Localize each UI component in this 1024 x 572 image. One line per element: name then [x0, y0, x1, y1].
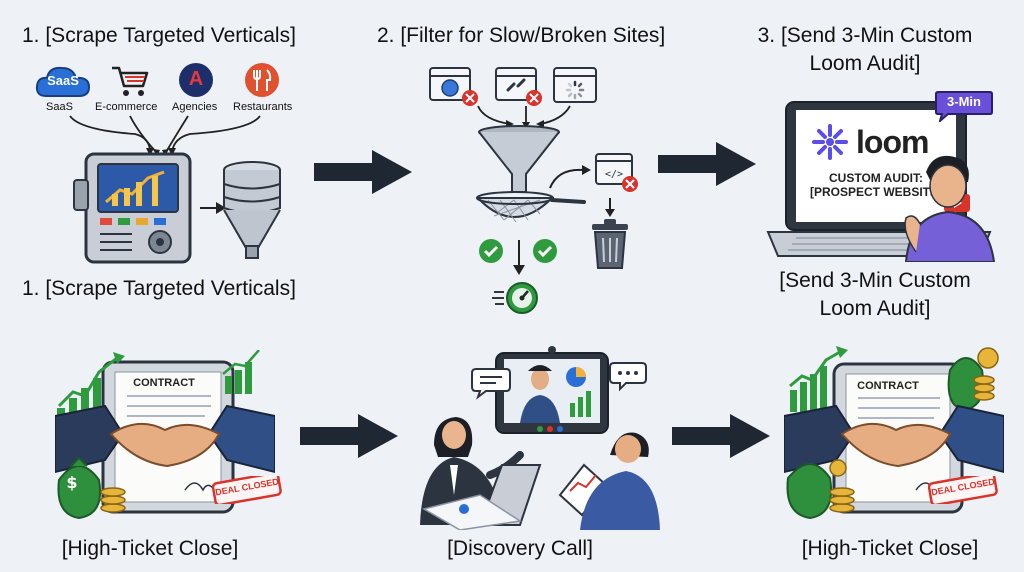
converging-arrows [60, 112, 280, 157]
check-icon-right [532, 238, 558, 264]
contract-close-left [55, 350, 275, 520]
discovery-call-scene [420, 345, 660, 530]
contract-close-right [784, 346, 1004, 520]
presenter-avatar [896, 152, 996, 262]
flow-arrow-2-3 [658, 140, 758, 188]
three-min-badge-label: 3-Min [947, 94, 981, 109]
vertical-label-saas: SaaS [46, 101, 73, 113]
website-globe-error-icon [428, 66, 482, 110]
discovery-call-caption: [Discovery Call] [447, 537, 593, 560]
flow-arrow-1-2 [314, 148, 414, 196]
step1-title: 1. [Scrape Targeted Verticals] [22, 24, 296, 47]
vertical-label-restaurants: Restaurants [233, 101, 293, 113]
broken-link-icon [494, 66, 548, 110]
contract-label-right: CONTRACT [857, 380, 919, 392]
agency-badge: A [188, 68, 204, 90]
flow-arrow-call-to-close [672, 412, 772, 460]
reject-curve-arrow [548, 160, 592, 190]
deal-closed-stamp-left: DEAL CLOSED [212, 476, 282, 504]
data-flow-arrow [200, 200, 226, 216]
saas-badge: SaaS [47, 73, 79, 88]
close-caption-left: [High-Ticket Close] [61, 537, 239, 560]
screen-line2: [PROSPECT WEBSITE] [809, 185, 942, 199]
trash-can-icon [590, 218, 630, 270]
deal-closed-stamp-right: DEAL CLOSED [928, 476, 998, 504]
cloud-icon: SaaS [34, 64, 92, 98]
loom-brand: loom [856, 124, 929, 160]
shopping-cart-icon [110, 64, 150, 98]
step3-title-line1: 3. [Send 3-Min Custom [757, 24, 973, 47]
speedometer-icon [492, 276, 542, 316]
step3-caption-line2: Loom Audit] [819, 297, 931, 320]
svg-text:</>: </> [605, 169, 623, 180]
code-error-icon: </> [594, 152, 640, 194]
check-icon-left [478, 238, 504, 264]
three-min-badge: 3-Min [934, 90, 994, 122]
close-caption-right: [High-Ticket Close] [801, 537, 979, 560]
down-arrow-trash [604, 198, 616, 218]
dollar-sign-left: $ [62, 472, 82, 492]
flow-arrow-close-to-call [300, 412, 400, 460]
step1-caption: 1. [Scrape Targeted Verticals] [22, 277, 296, 300]
step3-title-line2: Loom Audit] [809, 52, 921, 75]
contract-label-left: CONTRACT [133, 377, 195, 389]
svg-text:$: $ [66, 473, 77, 492]
sieve-icon [474, 186, 586, 234]
down-arrow-speed [512, 240, 526, 276]
step3-caption-line1: [Send 3-Min Custom [779, 269, 971, 292]
scraper-machine-icon [72, 152, 202, 267]
vertical-label-ecommerce: E-commerce [95, 101, 158, 113]
loading-spinner-icon [552, 66, 600, 106]
fork-knife-icon [244, 62, 280, 98]
screen-line1: CUSTOM AUDIT: [829, 171, 923, 185]
agency-logo-icon: A [178, 62, 214, 98]
step2-title: 2. [Filter for Slow/Broken Sites] [377, 24, 666, 47]
vertical-label-agencies: Agencies [172, 101, 218, 113]
database-funnel-icon [220, 160, 284, 260]
